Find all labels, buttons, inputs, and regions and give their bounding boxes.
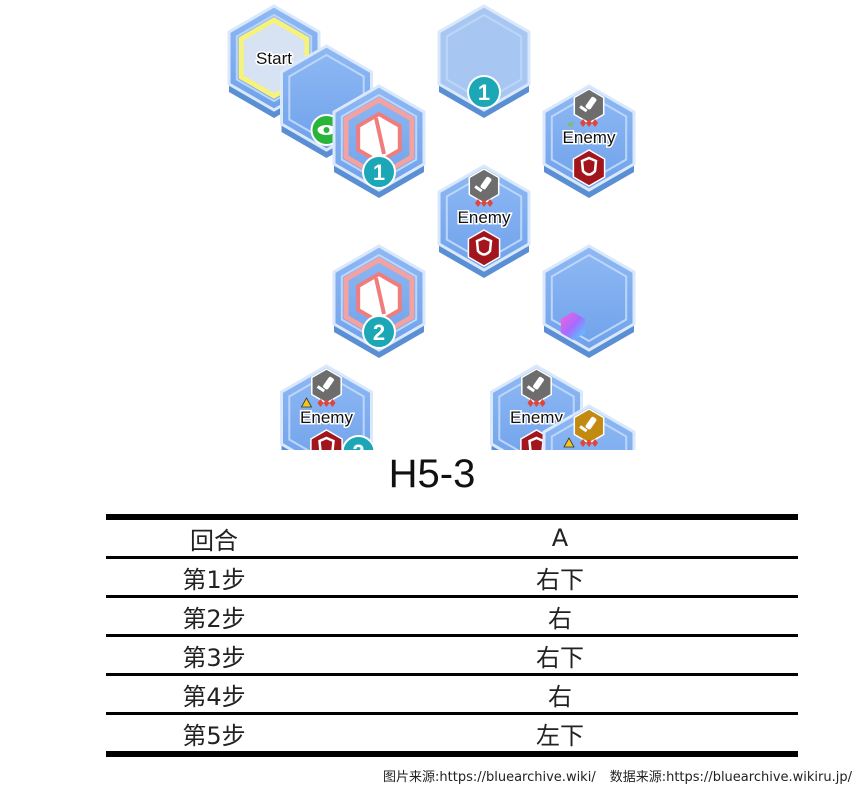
start-label: Start xyxy=(256,49,292,68)
enemy-label: Enemy xyxy=(300,408,353,427)
route-table: 回合 A 第1步 右下 第2步 右 第3步 右下 第4步 右 第5步 左下 xyxy=(106,514,798,757)
portal-number-badge: 1 xyxy=(467,75,501,109)
table-row: 第4步 右 xyxy=(106,675,798,714)
data-source-link[interactable]: 数据来源:https://bluearchive.wikiru.jp/ xyxy=(609,770,852,785)
warning-icon xyxy=(300,397,313,408)
stage-title: H5-3 xyxy=(388,452,476,496)
header-route: A xyxy=(551,524,569,552)
hex-tile-warp[interactable]: 2 xyxy=(332,244,426,358)
svg-text:1: 1 xyxy=(478,80,490,105)
hex-tile-enemy[interactable]: Enemy xyxy=(437,164,531,278)
chevron-icon: « xyxy=(567,117,574,131)
hex-tile-enemy[interactable]: Enemy 2 xyxy=(280,364,376,450)
step-cell: 第3步 xyxy=(182,643,246,672)
image-source-link[interactable]: 图片来源:https://bluearchive.wiki/ xyxy=(383,770,596,785)
warning-icon xyxy=(563,437,575,448)
sword-icon xyxy=(573,88,605,124)
portal-number-badge: 2 xyxy=(362,315,396,349)
table-row: 第1步 右下 xyxy=(106,558,798,597)
sword-icon xyxy=(311,368,342,404)
step-cell: 第5步 xyxy=(182,721,246,750)
header-step: 回合 xyxy=(190,526,238,555)
sword-icon xyxy=(521,368,552,404)
shield-icon xyxy=(572,149,606,187)
hex-tile-empty[interactable] xyxy=(542,244,636,358)
threat-level-icon xyxy=(475,199,493,207)
boss-label: Boss xyxy=(570,448,608,450)
enemy-label: Enemy xyxy=(458,208,511,227)
table-row: 第2步 右 xyxy=(106,597,798,636)
enemy-label: Enemy xyxy=(563,128,616,147)
hex-tile-enemy[interactable]: «Enemy xyxy=(542,84,636,198)
threat-level-icon xyxy=(527,399,546,407)
portal-number-badge: 2 xyxy=(341,435,376,450)
source-footer: 图片来源:https://bluearchive.wiki/数据来源:https… xyxy=(383,766,852,785)
hex-tile-warp[interactable]: 1 xyxy=(332,84,426,198)
route-cell: 右下 xyxy=(536,643,584,672)
step-cell: 第2步 xyxy=(182,604,246,633)
enemy-label: Enemy xyxy=(510,408,563,427)
hex-tile-boss[interactable]: Boss xyxy=(542,404,636,450)
gem-icon xyxy=(560,312,586,340)
route-cell: 左下 xyxy=(536,721,584,750)
step-cell: 第4步 xyxy=(182,682,246,711)
hex-tile-exit[interactable]: 1 xyxy=(437,4,531,118)
table-row: 第5步 左下 xyxy=(106,714,798,754)
step-cell: 第1步 xyxy=(182,565,246,594)
portal-number-badge: 1 xyxy=(362,155,396,189)
route-cell: 右 xyxy=(548,604,572,633)
table-row: 第3步 右下 xyxy=(106,636,798,675)
svg-text:1: 1 xyxy=(373,160,385,185)
warp-portal-icon xyxy=(356,111,402,165)
boss-sword-icon xyxy=(573,408,605,444)
table-header-row: 回合 A xyxy=(106,517,798,558)
warp-portal-icon xyxy=(356,271,402,325)
threat-level-icon xyxy=(580,119,598,127)
sword-icon xyxy=(468,168,500,204)
route-cell: 右下 xyxy=(536,565,584,594)
threat-level-icon xyxy=(317,399,336,407)
svg-text:2: 2 xyxy=(373,320,385,345)
shield-icon xyxy=(467,229,501,267)
threat-level-icon xyxy=(580,439,598,447)
route-cell: 右 xyxy=(548,682,572,711)
svg-text:2: 2 xyxy=(352,440,364,450)
shield-icon xyxy=(310,429,343,450)
